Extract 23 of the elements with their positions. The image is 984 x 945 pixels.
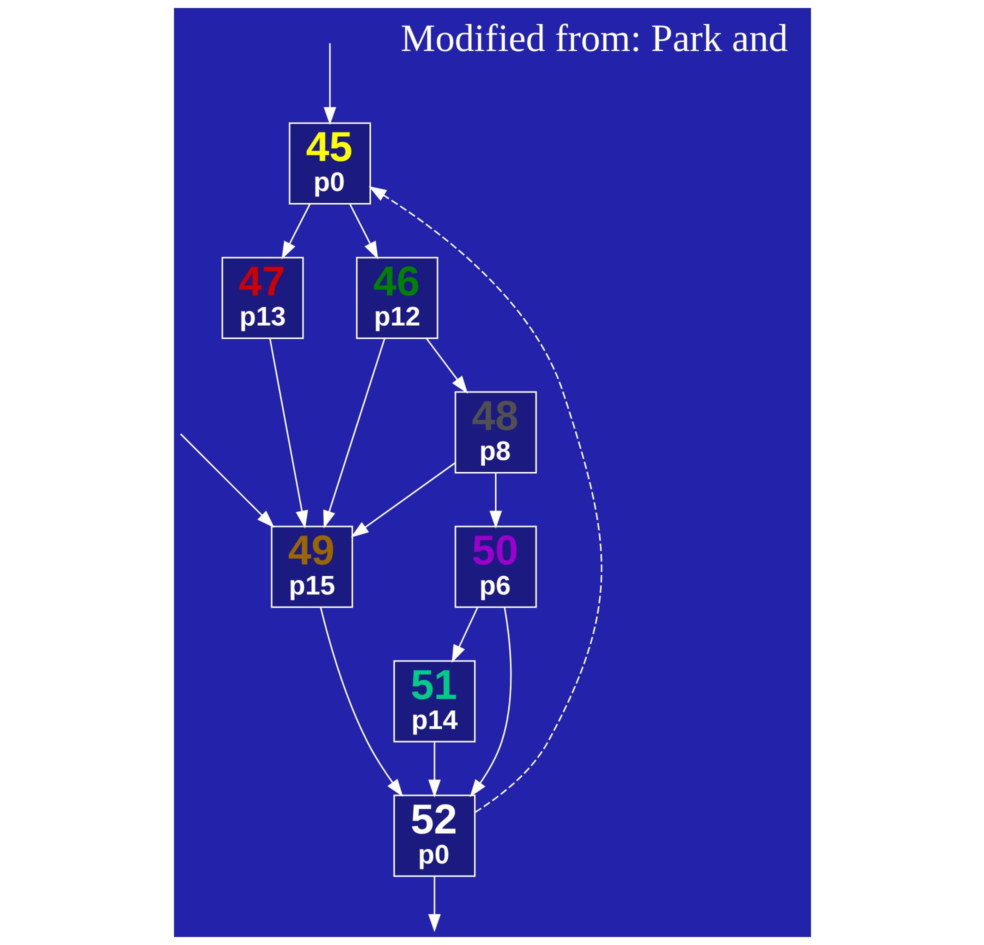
node-box: 51 p14 <box>392 660 476 742</box>
node-box: 47 p13 <box>221 256 304 339</box>
arrow <box>268 338 308 529</box>
node-box: 52 p0 <box>392 794 476 877</box>
arrow <box>350 462 455 538</box>
arrow <box>322 338 385 529</box>
arrow <box>319 607 403 797</box>
arrow <box>180 433 274 528</box>
label: Modified from: Park and <box>400 17 788 60</box>
arrow <box>323 43 336 126</box>
arrow <box>368 186 602 813</box>
arrow <box>281 204 310 260</box>
node-box: 50 p6 <box>454 526 536 608</box>
node-box: 46 p12 <box>356 256 438 339</box>
arrow <box>451 607 478 663</box>
arrow <box>426 338 468 394</box>
node-box: 45 p0 <box>288 122 370 205</box>
arrow <box>428 742 440 798</box>
arrow <box>488 473 502 529</box>
arrow <box>469 607 512 798</box>
arrow <box>428 876 440 932</box>
arrow <box>348 204 378 260</box>
node-box: 49 p15 <box>270 526 353 608</box>
